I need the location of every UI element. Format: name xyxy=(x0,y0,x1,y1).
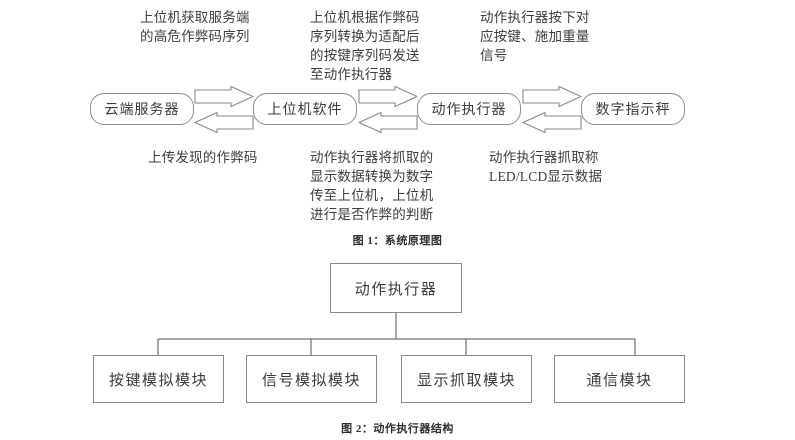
figure1-caption: 图 1：系统原理图 xyxy=(352,235,443,247)
flow-node-cloud-server[interactable]: 云端服务器 xyxy=(90,93,194,125)
note-convert-display-to-digits: 动作执行器将抓取的 显示数据转换为数字 传至上位机，上位机 进行是否作弊的判断 xyxy=(310,150,434,222)
note-convert-key-sequence: 上位机根据作弊码 序列转换为适配后 的按键序列码发送 至动作执行器 xyxy=(310,10,420,82)
arrow-right-icon xyxy=(194,85,254,108)
arrow-left-icon xyxy=(358,111,418,134)
tree-connectors xyxy=(157,313,636,356)
tree-node-signal-simulation-module-label: 信号模拟模块 xyxy=(261,372,361,389)
flow-node-cloud-server-label: 云端服务器 xyxy=(104,103,180,118)
flow-node-action-executor[interactable]: 动作执行器 xyxy=(417,93,521,125)
tree-node-display-capture-module[interactable]: 显示抓取模块 xyxy=(401,355,532,403)
figure2-caption: 图 2：动作执行器结构 xyxy=(341,423,454,435)
arrow-pair-executor-scale xyxy=(519,85,585,136)
note-fetch-cheat-codes: 上位机获取服务端 的高危作弊码序列 xyxy=(140,10,250,44)
tree-root-label: 动作执行器 xyxy=(354,281,438,298)
tree-node-communication-module-label: 通信模块 xyxy=(586,372,653,389)
arrow-right-icon xyxy=(522,85,582,108)
flow-node-action-executor-label: 动作执行器 xyxy=(431,103,507,118)
tree-node-display-capture-module-label: 显示抓取模块 xyxy=(416,372,516,389)
flow-node-digital-indicator-scale[interactable]: 数字指示秤 xyxy=(581,93,685,125)
flow-node-host-software[interactable]: 上位机软件 xyxy=(253,93,357,125)
note-upload-found-codes: 上传发现的作弊码 xyxy=(148,150,258,165)
arrow-left-icon xyxy=(194,111,254,134)
tree-root-action-executor[interactable]: 动作执行器 xyxy=(330,263,462,313)
arrow-right-icon xyxy=(358,85,418,108)
arrow-pair-cloud-host xyxy=(191,85,257,136)
tree-node-key-simulation-module[interactable]: 按键模拟模块 xyxy=(93,355,224,403)
flow-node-digital-indicator-scale-label: 数字指示秤 xyxy=(595,103,671,118)
note-press-keys-apply-weight: 动作执行器按下对 应按键、施加重量 信号 xyxy=(480,10,590,63)
tree-node-key-simulation-module-label: 按键模拟模块 xyxy=(108,372,208,389)
tree-node-signal-simulation-module[interactable]: 信号模拟模块 xyxy=(246,355,377,403)
note-capture-led-lcd: 动作执行器抓取称 LED/LCD显示数据 xyxy=(489,150,603,184)
flow-node-host-software-label: 上位机软件 xyxy=(267,103,343,118)
tree-node-communication-module[interactable]: 通信模块 xyxy=(554,355,685,403)
arrow-left-icon xyxy=(522,111,582,134)
arrow-pair-host-executor xyxy=(355,85,421,136)
